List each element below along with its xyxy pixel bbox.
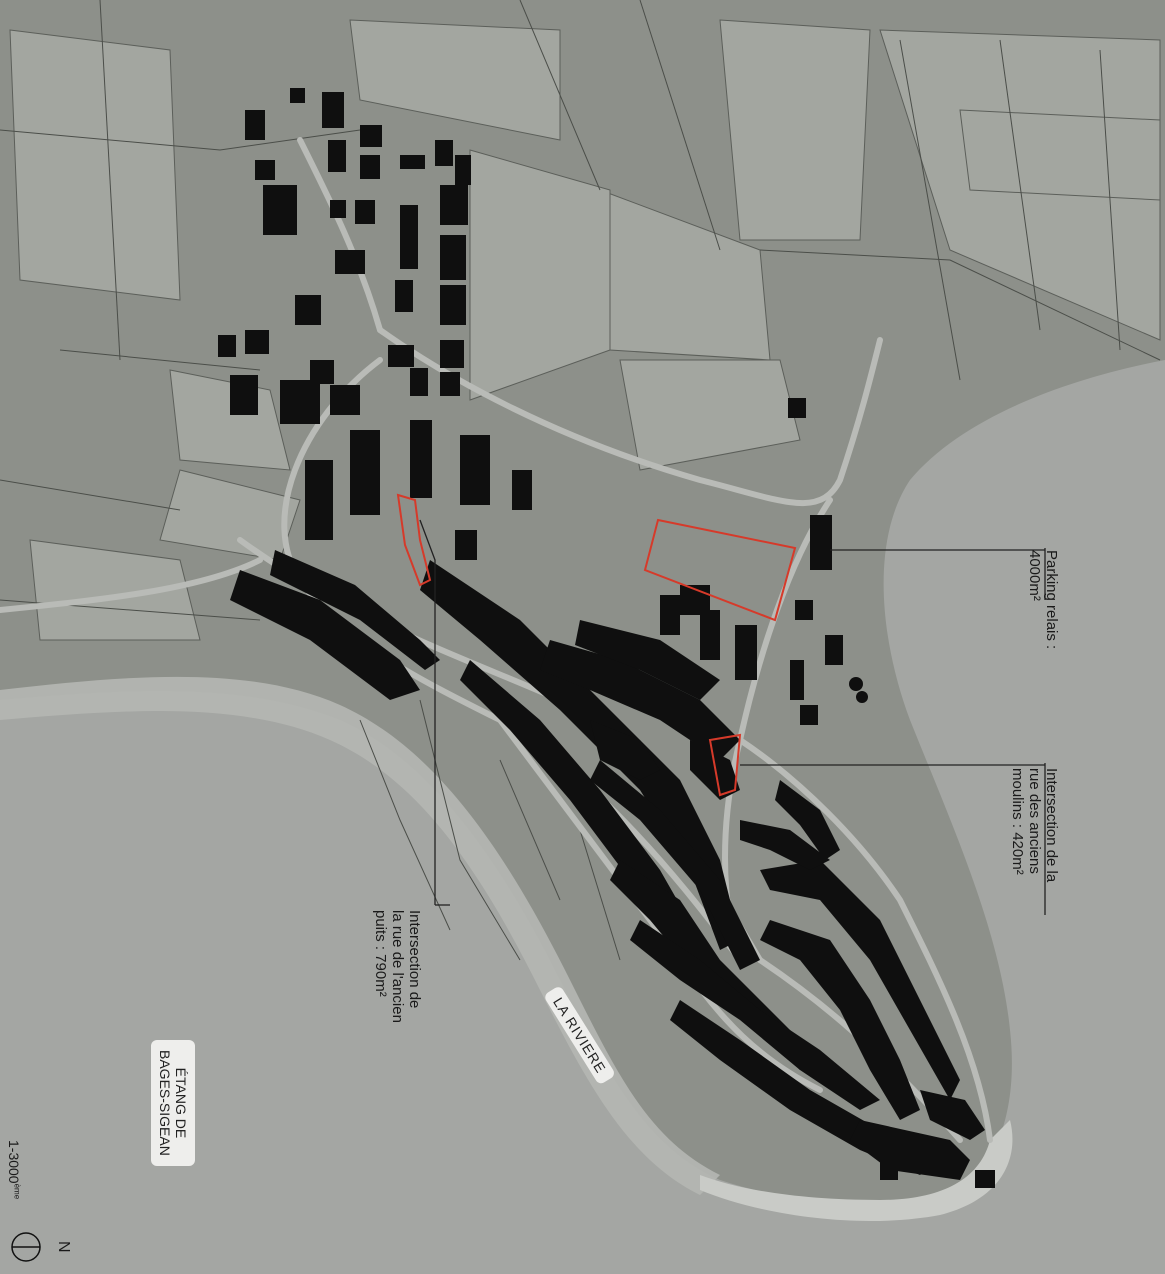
moulins-intersection-area[interactable] [708,733,742,797]
puits-label-line1: Intersection de [406,910,423,1009]
puits-intersection-area[interactable] [396,493,432,587]
moulins-label-line1: Intersection de la [1043,768,1060,883]
parking-label-line1: Parking relais : [1043,550,1060,650]
etang-label: ÉTANG DE BAGES-SIGEAN [151,1040,195,1166]
peninsula-tip [700,1120,1013,1221]
parking-label-line2: 4000m² [1026,550,1043,601]
puits-label-line2: la rue de l'ancien [389,910,406,1023]
map-scale: 1-3000ème [6,1140,22,1199]
parking-relais-label: Parking relais : 4000m² [1026,550,1060,649]
land-area [0,0,1165,1204]
etang-label-line1: ÉTANG DE [173,1067,189,1139]
scale-text: 1-3000 [6,1140,22,1184]
moulins-label-line3: moulins : 420m² [1009,768,1026,875]
north-arrow [11,1232,41,1262]
highlight-areas [396,493,797,797]
puits-intersection-label: Intersection de la rue de l'ancien puits… [372,910,423,1023]
scale-sup: ème [12,1183,22,1200]
north-text: N [55,1241,72,1253]
moulins-intersection-label: Intersection de la rue des anciens mouli… [1009,768,1060,882]
leader-lines [419,519,1045,905]
moulins-label-line2: rue des anciens [1026,768,1043,874]
parcel-lines [0,0,1161,961]
leader-ticks [435,548,1046,915]
parking-relais-area[interactable] [643,518,797,622]
north-label: N [54,1241,72,1253]
etang-label-line2: BAGES-SIGEAN [157,1050,173,1156]
shore-strip [0,676,720,1195]
puits-label-line3: puits : 790m² [372,910,389,997]
